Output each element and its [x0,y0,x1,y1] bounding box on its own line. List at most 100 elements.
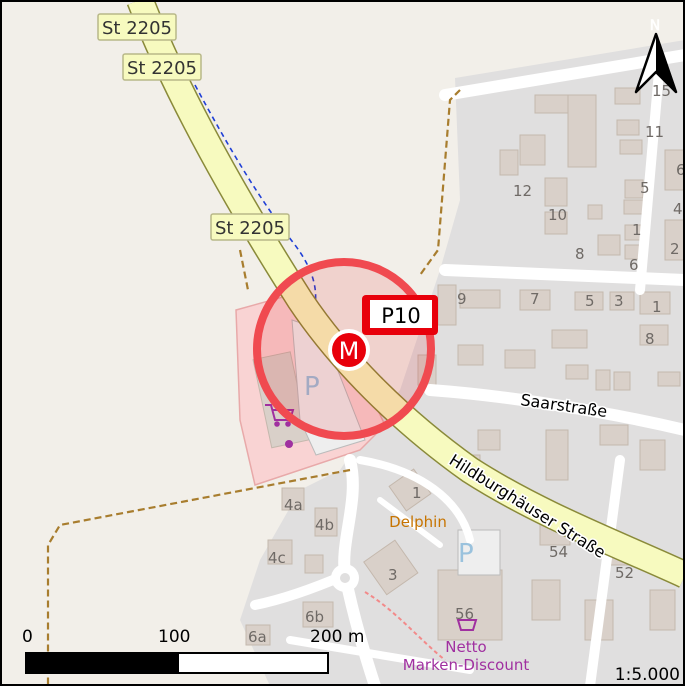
house-number: 15 [652,82,671,100]
footway [364,591,446,661]
building [531,579,561,621]
track [238,249,250,291]
scale-tick-label: 200 m [310,627,364,647]
house-number: 8 [575,245,585,263]
house-number: 4a [284,496,303,514]
station-marker-symbol: M [339,337,360,365]
building [664,149,685,191]
road [377,497,443,548]
building [267,539,293,565]
house-number: 4c [268,549,286,567]
building [534,94,571,114]
house-number: 5 [585,292,595,310]
building [597,234,621,256]
house-number: 6a [248,628,267,646]
marker-label[interactable]: P10 [362,295,438,335]
house-number: 8 [645,330,655,348]
marker-label-box [370,300,432,328]
road [286,636,474,674]
track [46,468,351,686]
building [245,624,271,646]
building [544,177,568,207]
scale-tick-label: 100 [158,627,190,647]
house-number: 1 [632,221,642,239]
house-number: 2 [670,240,680,258]
building [639,324,669,346]
house-number: 5 [640,179,650,197]
poi-label-netto-subtitle: Marken-Discount [403,656,530,674]
house-number: 7 [530,290,540,308]
road [585,455,625,686]
house-number: 6 [676,161,685,179]
building [565,364,589,380]
house-number: 6 [629,256,639,274]
building [609,291,635,311]
building [459,289,501,309]
house-number: 9 [457,290,467,308]
building [624,179,644,199]
building [595,369,611,391]
building [519,134,546,166]
building [616,119,640,136]
building [477,429,501,451]
marker-label-text: P10 [381,304,420,328]
road-shield-text: St 2205 [215,218,285,239]
building [545,429,569,481]
road-shield: St 2205 [122,53,202,81]
building [639,291,671,315]
parking-area [457,529,501,576]
track [419,89,461,276]
scale-segment-white [177,652,329,674]
building [587,204,603,220]
house-numbers: 15 11 6 12 5 4 10 1 2 8 6 9 7 5 3 1 8 1 … [248,82,685,646]
road-saarstrasse [424,384,685,436]
road-shield-text: St 2205 [127,58,197,79]
north-arrow-icon: N [634,18,678,94]
house-number: 12 [513,182,532,200]
tracks [46,89,461,686]
building [657,371,681,387]
building [567,94,597,168]
building [574,291,604,311]
road-shield-text: St 2205 [102,18,172,39]
shopping-basket-icon [456,619,478,631]
building [281,487,305,511]
building [623,199,645,215]
house-number: 3 [388,566,398,584]
building [613,371,631,391]
house-number: 10 [548,206,567,224]
building [551,329,588,349]
building [314,507,338,537]
station-marker-fill [332,333,366,367]
house-number: 4 [673,200,683,218]
house-number: 52 [615,564,634,582]
parking-icon: P [304,372,320,402]
house-number: 1 [412,484,422,502]
house-number: 1 [652,298,662,316]
scale-outline [25,652,329,674]
house-number: 56 [455,605,474,623]
building [437,284,457,326]
building [363,539,419,596]
house-number: 6b [305,608,324,626]
house-number: 54 [549,543,568,561]
building [519,289,551,311]
scale-ratio: 1:5.000 [615,665,680,685]
road [356,456,474,544]
building [457,344,484,366]
building [649,589,676,631]
house-number: 11 [645,123,664,141]
building [639,439,666,471]
building [437,569,503,641]
station-marker[interactable]: M [328,329,370,371]
building [302,601,334,628]
primary-road [128,0,685,587]
shop-dot-icon [285,440,293,448]
building [544,211,568,235]
shopping-cart-icon [265,404,295,427]
building [504,349,536,369]
poi-label-netto: Netto [445,638,486,656]
north-arrow-half [656,34,676,92]
